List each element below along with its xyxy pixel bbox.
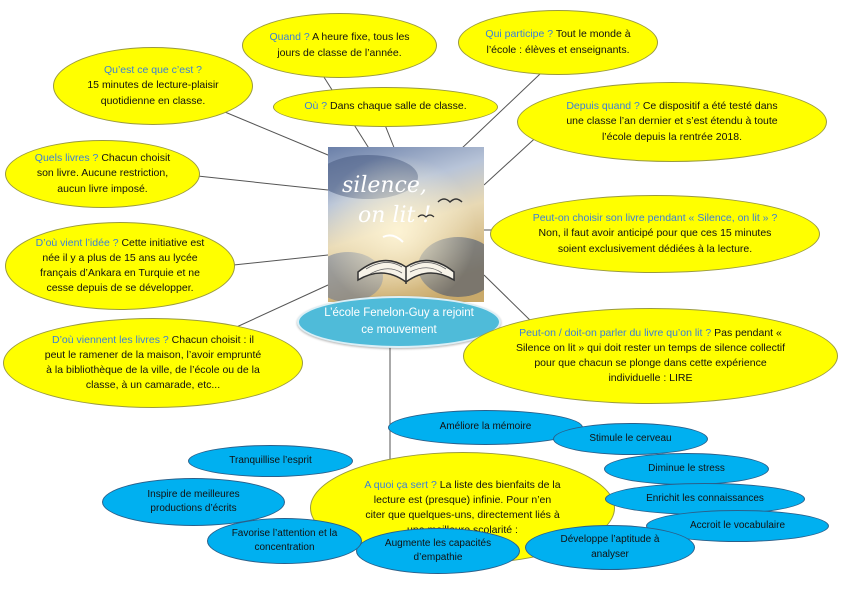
benefit-attention: Favorise l’attention et la concentration xyxy=(207,518,362,564)
bubble-when: Quand ? A heure fixe, tous les jours de … xyxy=(242,13,437,78)
bubble-where: Où ? Dans chaque salle de classe. xyxy=(273,87,498,127)
benefit-analysis: Développe l’aptitude à analyser xyxy=(525,525,695,570)
benefit-calm-mind: Tranquillise l’esprit xyxy=(188,445,353,477)
benefit-writing: Inspire de meilleures productions d’écri… xyxy=(102,478,285,526)
bubble-since-when: Depuis quand ? Ce dispositif a été testé… xyxy=(517,82,827,162)
benefit-stress: Diminue le stress xyxy=(604,453,769,485)
bubble-who: Qui participe ? Tout le monde à l’école … xyxy=(458,10,658,75)
benefit-brain: Stimule le cerveau xyxy=(553,423,708,455)
benefit-empathy: Augmente les capacités d’empathie xyxy=(356,528,520,574)
center-title: L’école Fenelon-Guy a rejoint ce mouveme… xyxy=(297,296,501,348)
bubble-choose-book: Peut-on choisir son livre pendant « Sile… xyxy=(490,195,820,273)
bubble-which-books: Quels livres ? Chacun choisit son livre.… xyxy=(5,140,200,208)
bubble-origin-idea: D’où vient l’idée ? Cette initiative est… xyxy=(5,222,235,310)
bubble-what-is-it: Qu’est ce que c’est ?15 minutes de lectu… xyxy=(53,47,253,125)
bubble-where-books-from: D’où viennent les livres ? Chacun choisi… xyxy=(3,318,303,408)
silence-on-lit-illustration: silence, on lit ! xyxy=(328,147,484,302)
bubble-talk-about-book: Peut-on / doit-on parler du livre qu’on … xyxy=(463,308,838,404)
svg-text:silence,: silence, xyxy=(342,173,427,198)
